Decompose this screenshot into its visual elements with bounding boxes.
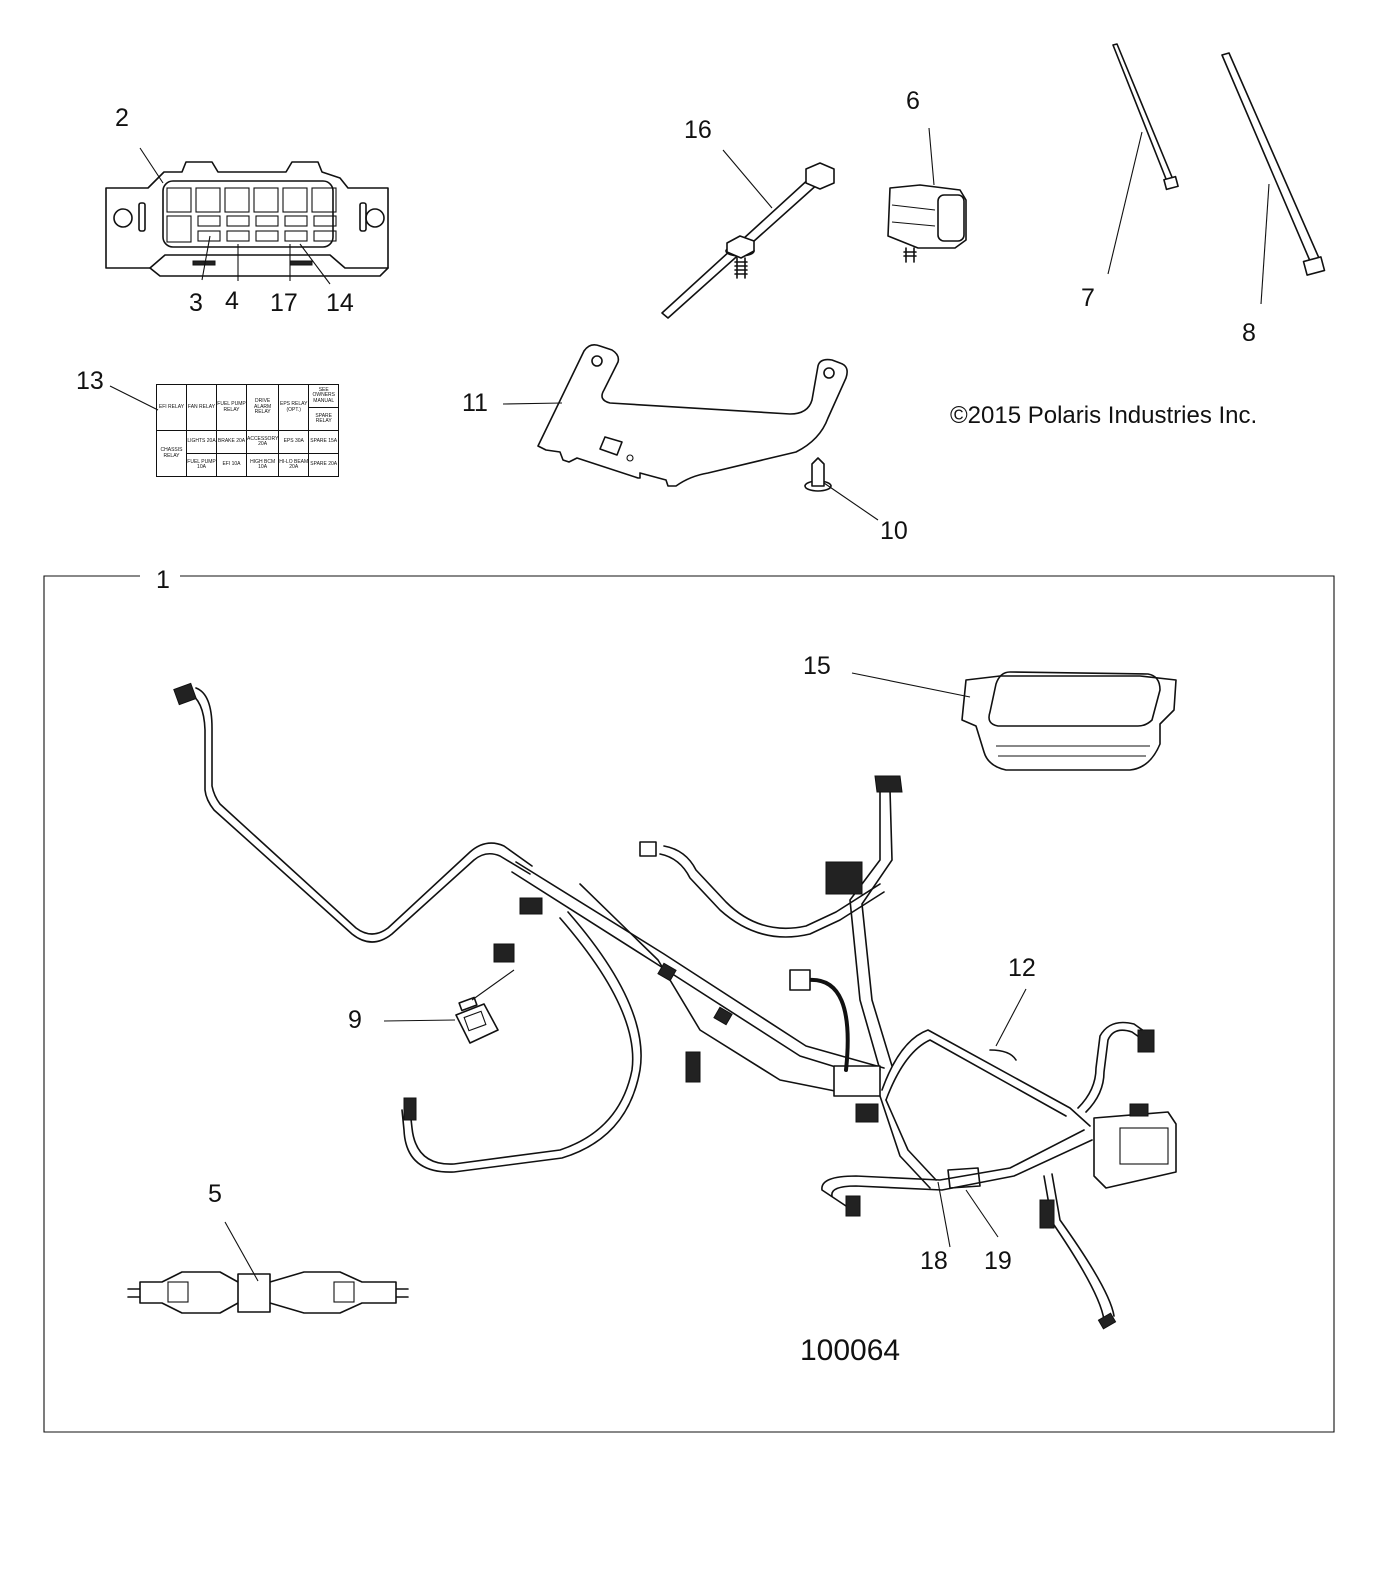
decal-cell: LIGHTS 20A: [186, 430, 217, 454]
harness-frame: [43, 575, 1335, 1433]
callout-2: 2: [115, 104, 129, 132]
callout-19: 19: [984, 1247, 1012, 1275]
push-rivet: [804, 457, 879, 521]
callout-6: 6: [906, 87, 920, 115]
cable-tie-long: [1221, 52, 1326, 305]
decal-cell: FUEL PUMP 10A: [186, 453, 217, 477]
decal-cell: EPS RELAY (OPT.): [278, 384, 310, 431]
callout-12: 12: [1008, 954, 1036, 982]
callout-13: 13: [76, 367, 104, 395]
decal-cell: EFI RELAY: [156, 384, 187, 431]
connector-plug: [383, 969, 515, 1044]
wire-harness: [173, 682, 1177, 1330]
mounting-bracket: [502, 344, 848, 487]
drawing-number: 100064: [800, 1334, 901, 1367]
callout-1: 1: [148, 566, 178, 595]
callout-15: 15: [803, 652, 831, 680]
callout-11: 11: [462, 389, 488, 417]
decal-cell: SPARE 20A: [308, 453, 340, 477]
copyright-notice: ©2015 Polaris Industries Inc.: [950, 402, 1258, 429]
fuse-box-cover: [851, 671, 1177, 771]
callout-4: 4: [225, 287, 239, 315]
callout-14: 14: [326, 289, 354, 317]
decal-cell: BRAKE 20A: [216, 430, 247, 454]
callout-16: 16: [684, 116, 712, 144]
decal-cell: DRIVE ALARM RELAY: [245, 384, 280, 431]
decal-cell: CHASSIS RELAY: [156, 430, 187, 477]
callout-18: 18: [920, 1247, 948, 1275]
fuse-relay-box: [105, 161, 389, 277]
inline-fuse-holder: [127, 1221, 409, 1314]
decal-cell: EFI 10A: [216, 453, 247, 477]
decal-cell: SPARE 15A: [308, 430, 340, 454]
callout-7: 7: [1081, 284, 1095, 312]
push-mount-cable-tie: [661, 149, 835, 319]
decal-cell: HIGH BCM 10A: [245, 453, 280, 477]
decal-cell: FUEL PUMP RELAY: [216, 384, 247, 431]
decal-cell: FAN RELAY: [186, 384, 217, 431]
decal-cell: EPS 30A: [278, 430, 310, 454]
decal-cell: HI-LO BEAM 20A: [278, 453, 310, 477]
cable-tie-short: [1107, 43, 1179, 275]
decal-cell: ACCESSORY 20A: [245, 430, 280, 454]
callout-9: 9: [348, 1006, 362, 1034]
fuse-box-decal: EFI RELAY FAN RELAY FUEL PUMP RELAY DRIV…: [156, 384, 340, 477]
callout-5: 5: [208, 1180, 222, 1208]
callout-3: 3: [189, 289, 203, 317]
connector-clip: [887, 127, 967, 263]
decal-cell: SEE OWNERS MANUAL: [308, 384, 340, 408]
callout-8: 8: [1242, 319, 1256, 347]
decal-cell: SPARE RELAY: [308, 407, 340, 431]
callout-10: 10: [880, 517, 908, 545]
callout-17: 17: [270, 289, 298, 317]
